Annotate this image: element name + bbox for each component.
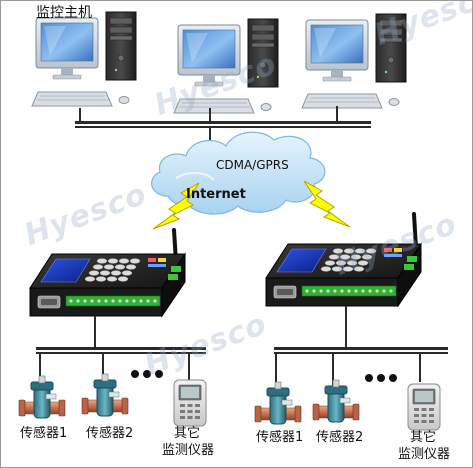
more-devices-dots-right bbox=[365, 374, 397, 382]
rtu-left bbox=[29, 228, 186, 317]
right-sensor-1-label: 传感器1 bbox=[256, 430, 304, 445]
right-other-instrument-icon bbox=[407, 383, 441, 431]
monitoring-host-pc-2 bbox=[173, 18, 279, 114]
right-sensor-2-label: 传感器2 bbox=[316, 430, 364, 445]
field-bus-right bbox=[274, 347, 448, 354]
right-other-label-line1: 其它 bbox=[410, 430, 437, 445]
left-other-label-line2: 监测仪器 bbox=[162, 443, 215, 458]
link-label: CDMA/GPRS bbox=[216, 158, 289, 172]
left-sensor-1-icon bbox=[18, 375, 66, 419]
left-other-label-line1: 其它 bbox=[174, 426, 201, 441]
right-sensor-1-icon bbox=[254, 381, 302, 425]
left-sensor-2-icon bbox=[81, 373, 129, 417]
host-lan-bus bbox=[75, 121, 371, 128]
left-sensor-1-label: 传感器1 bbox=[20, 426, 68, 441]
host-title: 监控主机 bbox=[36, 5, 92, 21]
cloud-label: Internet bbox=[186, 187, 246, 202]
internet-cloud bbox=[151, 131, 326, 215]
monitoring-host-pc-3 bbox=[301, 13, 407, 109]
monitoring-host-pc-1 bbox=[31, 11, 137, 107]
right-other-label-line2: 监测仪器 bbox=[398, 447, 451, 462]
left-other-instrument-icon bbox=[173, 379, 207, 427]
wireless-link-right bbox=[303, 180, 351, 228]
more-devices-dots-left bbox=[131, 370, 163, 378]
field-bus-left bbox=[36, 347, 206, 354]
left-sensor-2-label: 传感器2 bbox=[86, 426, 134, 441]
rtu-right bbox=[265, 212, 422, 307]
right-sensor-2-icon bbox=[312, 379, 360, 423]
